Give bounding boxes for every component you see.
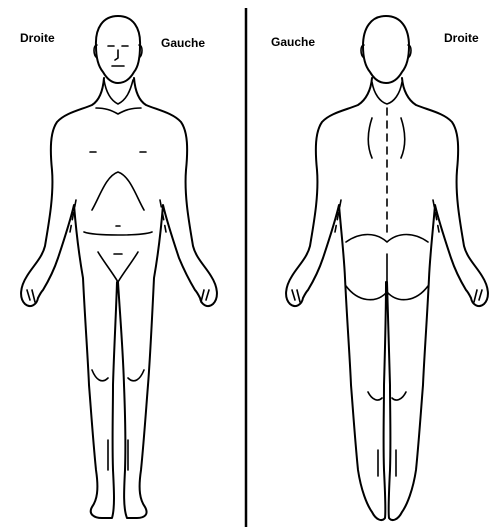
front-abdomen-arch: [92, 172, 144, 210]
front-body-figure: [21, 16, 217, 518]
back-head: [363, 16, 409, 83]
front-collarbone: [96, 108, 141, 114]
front-fingers-left: [201, 290, 209, 302]
back-body-outline: [286, 78, 488, 520]
back-neck: [372, 82, 402, 104]
front-groin: [98, 252, 138, 282]
front-knee-left: [128, 370, 144, 381]
front-knee-right: [92, 370, 108, 381]
back-fingers-left: [292, 290, 300, 302]
back-body-figure: [286, 16, 488, 520]
back-scapula-right: [401, 118, 405, 158]
front-waist: [84, 232, 152, 235]
front-face-features: [108, 46, 128, 66]
back-knee-left: [368, 392, 382, 400]
back-fingers-right: [474, 290, 482, 302]
back-knee-right: [392, 392, 406, 400]
front-body-outline: [21, 78, 217, 518]
front-fingers-right: [27, 290, 35, 302]
back-lower-back: [346, 235, 428, 243]
back-scapula-left: [368, 118, 372, 158]
